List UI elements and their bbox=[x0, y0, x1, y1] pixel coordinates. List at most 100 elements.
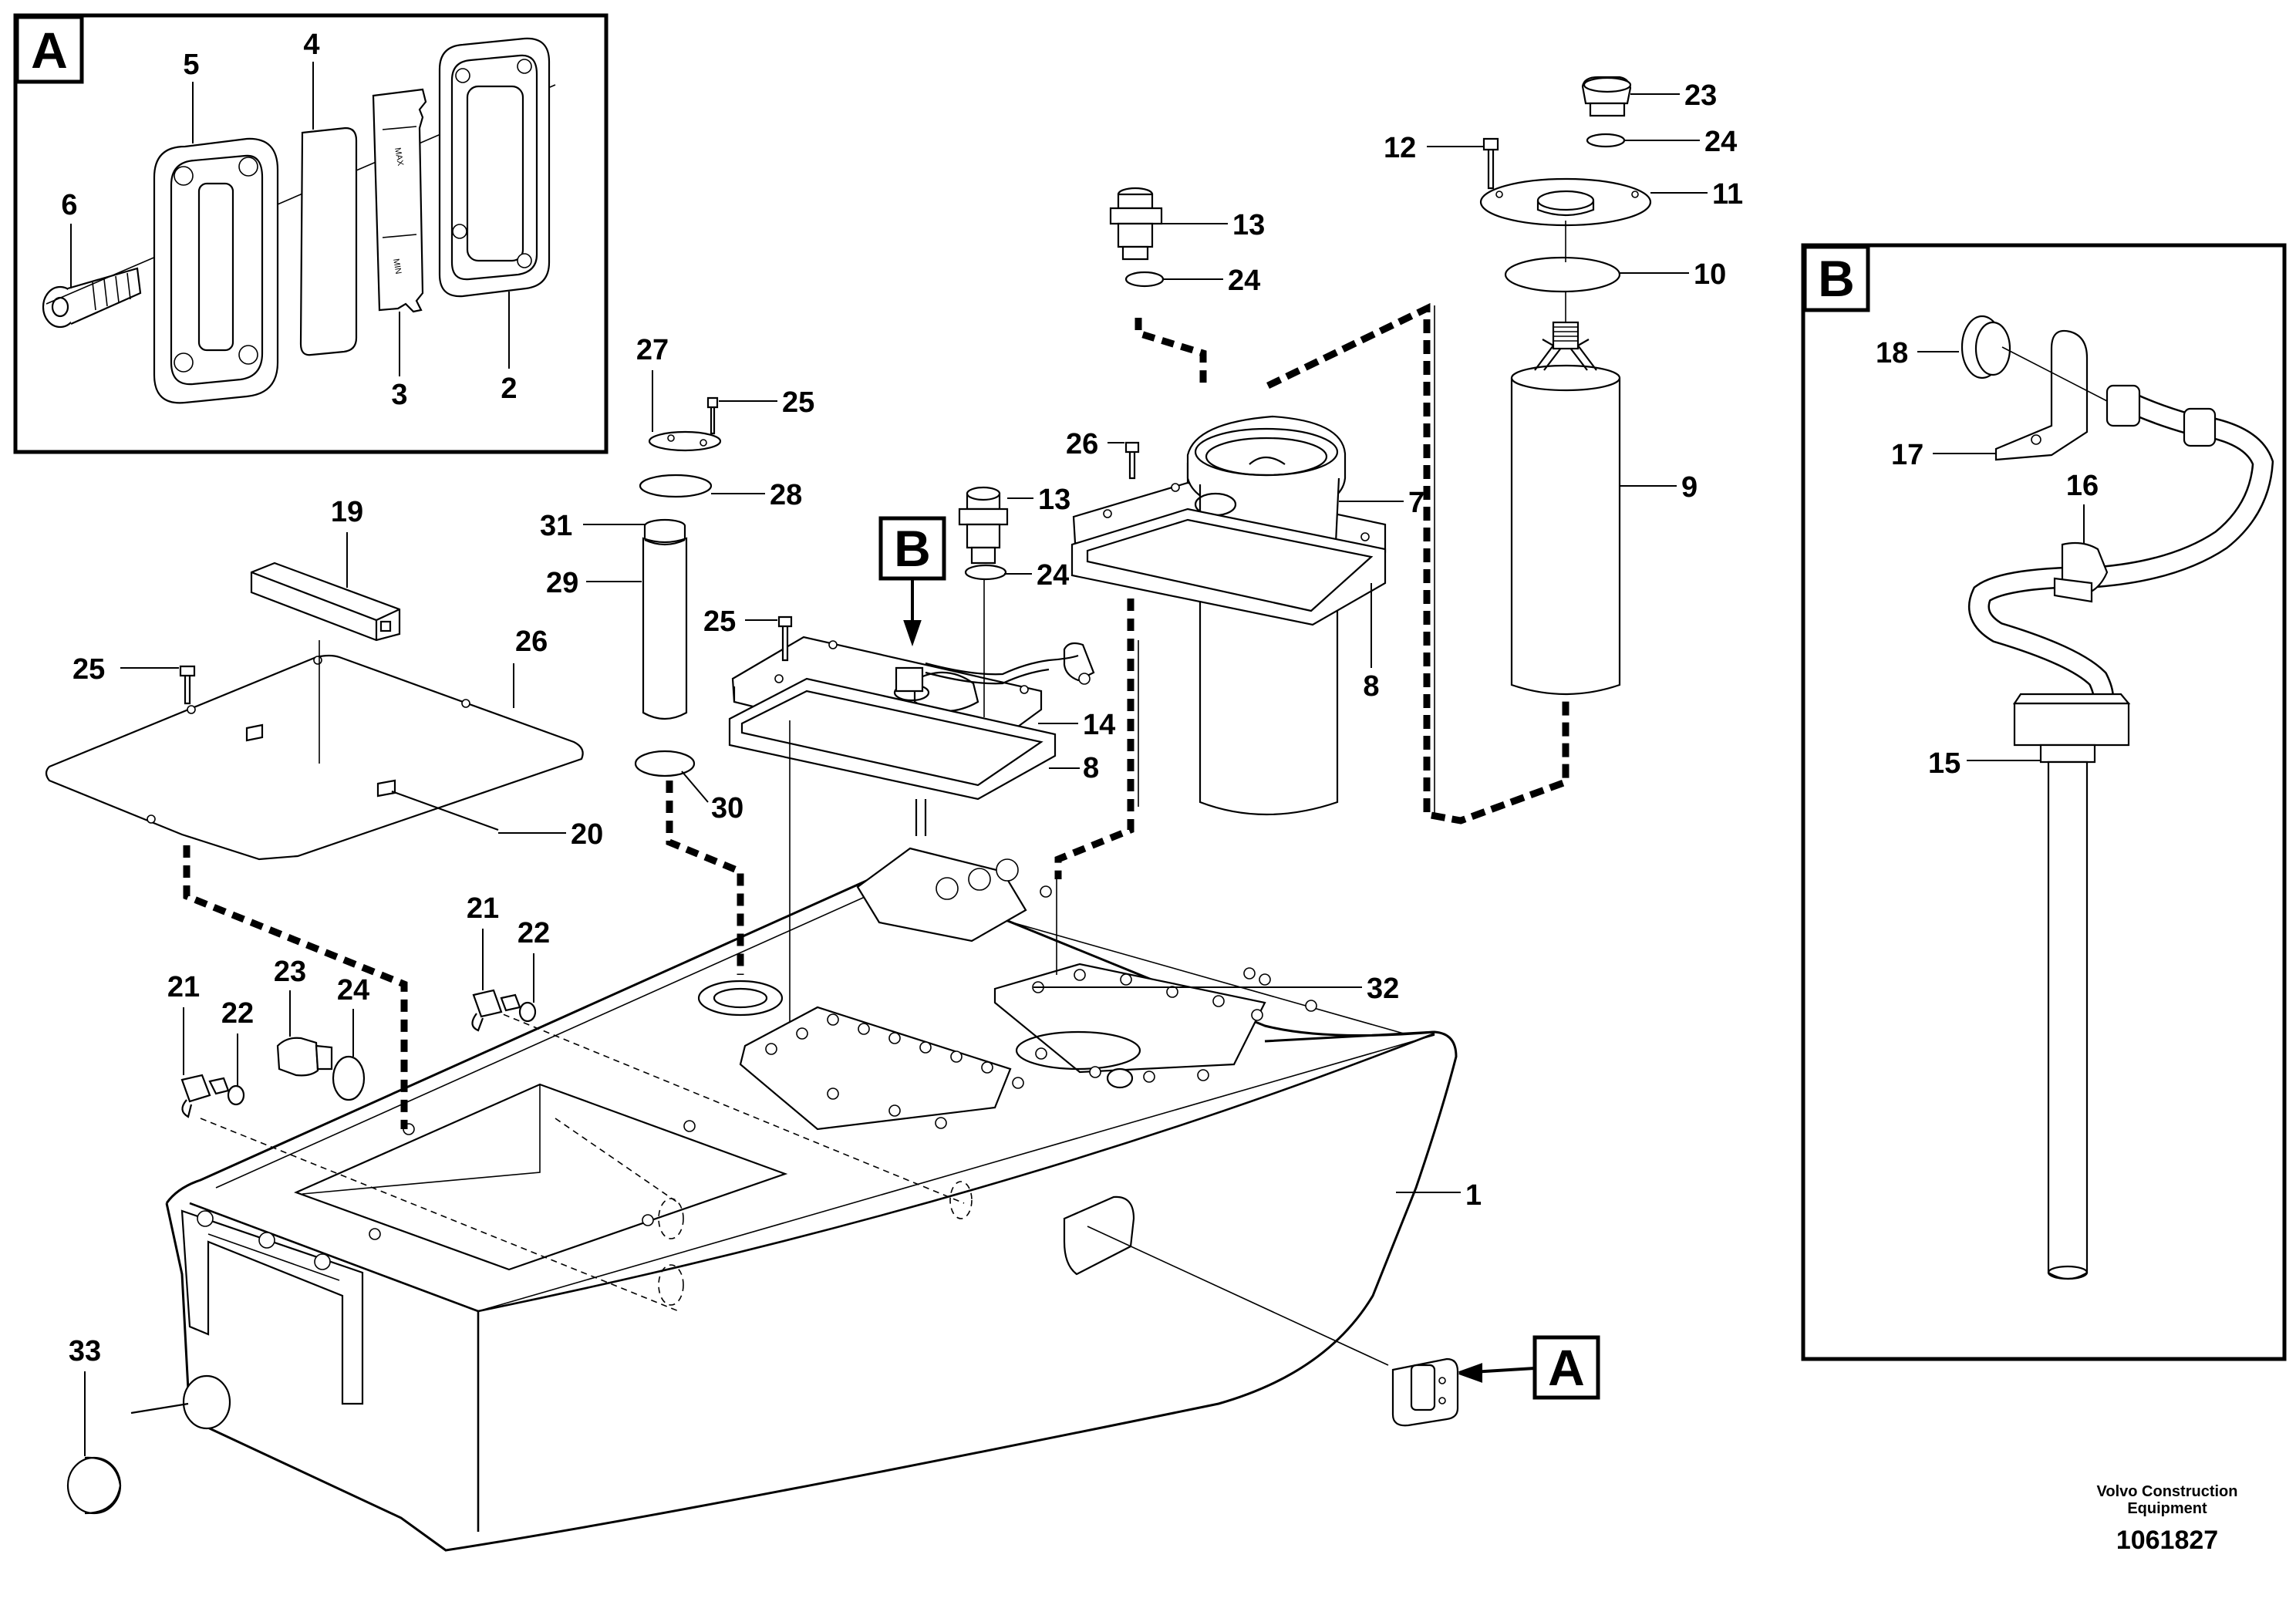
seal-22-mid bbox=[518, 1001, 537, 1023]
cap-23-top bbox=[1581, 76, 1632, 117]
label-5: 5 bbox=[183, 49, 199, 81]
label-25-top: 25 bbox=[782, 386, 814, 419]
label-4: 4 bbox=[303, 29, 319, 61]
label-9: 9 bbox=[1681, 471, 1698, 504]
detail-a-label: A bbox=[31, 22, 68, 79]
gasket-8-left bbox=[728, 677, 1057, 801]
label-3: 3 bbox=[391, 379, 407, 411]
label-29: 29 bbox=[546, 567, 578, 599]
label-19: 19 bbox=[331, 496, 363, 528]
lid-11 bbox=[1479, 177, 1652, 227]
label-13-mid: 13 bbox=[1038, 484, 1070, 516]
label-21-left: 21 bbox=[167, 971, 200, 1003]
seal-24-lower bbox=[332, 1055, 366, 1101]
screw-26-right bbox=[1124, 441, 1140, 480]
plug-33 bbox=[66, 1456, 122, 1515]
label-21-mid: 21 bbox=[467, 892, 499, 925]
seal-24-upper bbox=[1124, 271, 1165, 288]
filter-29 bbox=[634, 396, 722, 777]
svg-text:MIN: MIN bbox=[391, 258, 403, 275]
flange-bolts bbox=[369, 885, 1317, 1240]
plug-13-mid bbox=[958, 486, 1009, 717]
label-12: 12 bbox=[1384, 132, 1416, 164]
gasket-8-right bbox=[1070, 508, 1387, 626]
scale-3: MAX MIN bbox=[372, 88, 427, 313]
filter-element-9 bbox=[1510, 321, 1621, 696]
sight-glass-a bbox=[1391, 1357, 1459, 1427]
deck-openings bbox=[697, 963, 1266, 1131]
saddle-mounts bbox=[856, 847, 1027, 943]
cover-plate-26 bbox=[45, 640, 584, 861]
svg-text:MAX: MAX bbox=[393, 147, 405, 167]
label-22-mid: 22 bbox=[518, 917, 550, 949]
tank-1 bbox=[130, 847, 1458, 1552]
company-line-1: Volvo Construction bbox=[2097, 1483, 2238, 1500]
label-30: 30 bbox=[711, 792, 743, 824]
detail-b-label: B bbox=[1818, 250, 1855, 307]
gasket-10 bbox=[1504, 256, 1621, 293]
detail-a-panel: A MAX MIN bbox=[13, 13, 609, 454]
label-20: 20 bbox=[571, 818, 603, 851]
part-labels: 1 7 8 8 14 9 10 11 12 13 13 24 24 24 23 … bbox=[69, 79, 1743, 1456]
label-18: 18 bbox=[1876, 337, 1908, 369]
bracket-17 bbox=[1994, 329, 2089, 461]
company-line-2: Equipment bbox=[2127, 1500, 2207, 1517]
label-8-right: 8 bbox=[1363, 670, 1379, 703]
label-22-left: 22 bbox=[221, 997, 254, 1030]
label-32: 32 bbox=[1367, 973, 1399, 1005]
label-8-left: 8 bbox=[1083, 752, 1099, 784]
cover-5 bbox=[153, 137, 279, 404]
label-28: 28 bbox=[770, 479, 802, 511]
bolt-6 bbox=[42, 267, 142, 329]
label-1: 1 bbox=[1465, 1179, 1482, 1212]
nut-18 bbox=[1961, 315, 2011, 379]
bar-19 bbox=[250, 561, 401, 642]
label-26-left: 26 bbox=[515, 626, 548, 658]
label-25-left: 25 bbox=[72, 653, 105, 686]
bolt-12 bbox=[1482, 137, 1499, 190]
label-6: 6 bbox=[61, 189, 77, 221]
label-2: 2 bbox=[501, 373, 517, 405]
seal-24-top bbox=[1586, 133, 1626, 148]
label-27: 27 bbox=[636, 334, 669, 366]
clip-16 bbox=[2053, 541, 2109, 603]
glass-4 bbox=[299, 126, 358, 356]
plug-13-top bbox=[1109, 187, 1163, 261]
label-15: 15 bbox=[1928, 747, 1961, 780]
studs-left bbox=[915, 799, 927, 836]
svg-text:A: A bbox=[1548, 1339, 1585, 1396]
label-7: 7 bbox=[1408, 487, 1424, 519]
footer: Volvo Construction Equipment 1061827 bbox=[2097, 1483, 2238, 1555]
label-16: 16 bbox=[2066, 470, 2099, 502]
label-24-mid: 24 bbox=[1037, 559, 1069, 592]
label-31: 31 bbox=[540, 510, 572, 542]
seal-22-left bbox=[227, 1084, 245, 1106]
label-17: 17 bbox=[1891, 439, 1923, 471]
plug-21-left bbox=[180, 1074, 230, 1118]
label-24-top: 24 bbox=[1704, 126, 1737, 158]
pipe-15 bbox=[1968, 384, 2274, 1280]
label-26-right: 26 bbox=[1066, 428, 1098, 460]
label-14: 14 bbox=[1083, 709, 1115, 741]
label-24-upper: 24 bbox=[1228, 265, 1260, 297]
label-23-lower: 23 bbox=[274, 956, 306, 988]
callout-b: B bbox=[878, 516, 946, 647]
screw-25-mid bbox=[777, 615, 793, 662]
label-13-top: 13 bbox=[1232, 209, 1265, 241]
frame-2 bbox=[438, 37, 551, 298]
plug-21-mid bbox=[471, 989, 521, 1032]
screw-25-left bbox=[179, 665, 196, 705]
drawing-number: 1061827 bbox=[2116, 1526, 2218, 1555]
label-10: 10 bbox=[1694, 258, 1726, 291]
label-11: 11 bbox=[1712, 178, 1743, 211]
label-25-mid: 25 bbox=[703, 605, 736, 638]
label-33: 33 bbox=[69, 1335, 101, 1367]
detail-b-panel: B 18 17 bbox=[1801, 243, 2287, 1361]
callout-a: A bbox=[1458, 1335, 1600, 1400]
filter-housing-7 bbox=[1072, 415, 1387, 816]
svg-text:B: B bbox=[894, 520, 931, 577]
label-24-lower: 24 bbox=[337, 974, 369, 1007]
label-23-top: 23 bbox=[1684, 79, 1717, 112]
plug-23-lower bbox=[276, 1037, 333, 1077]
